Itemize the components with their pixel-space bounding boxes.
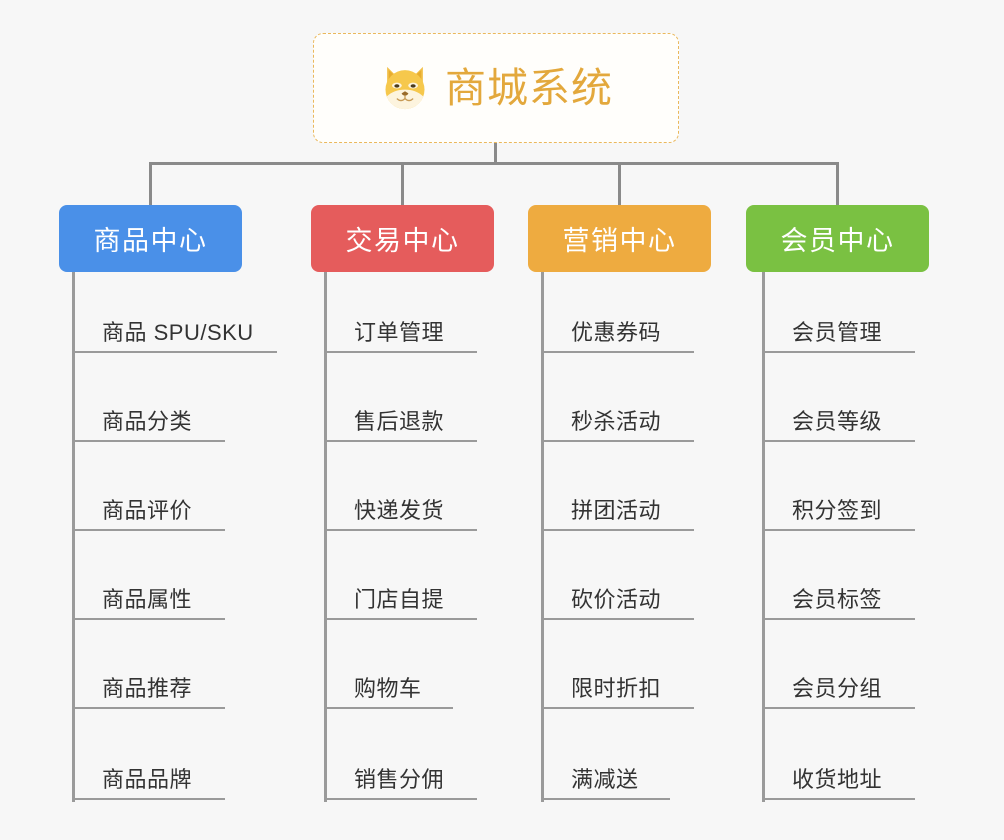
leaf-underline [72,798,225,800]
leaf-underline [762,707,915,709]
leaf-label: 拼团活动 [571,498,662,523]
leaf-label: 销售分佣 [354,767,445,792]
leaf-label: 商品分类 [102,409,193,434]
branch-header-1-label: 商品中心 [93,226,208,256]
branch-trunk-1 [72,272,75,802]
root-node[interactable]: 商城系统 [313,33,679,143]
branch-trunk-4 [762,272,765,802]
leaf-label: 售后退款 [354,409,445,434]
leaf-label: 满减送 [571,767,639,792]
leaf-label: 会员等级 [792,409,883,434]
leaf-label: 砍价活动 [571,587,662,612]
leaf-label: 优惠券码 [571,320,662,345]
connector-horizontal-bus [149,162,839,165]
leaf-underline [541,351,694,353]
leaf-label: 商品品牌 [102,767,193,792]
leaf-underline [324,798,477,800]
leaf-underline [72,440,225,442]
leaf-label: 商品 SPU/SKU [102,320,254,345]
shiba-dog-face-icon [385,66,425,111]
leaf-underline [541,618,694,620]
leaf-underline [72,351,277,353]
branch-header-4-label: 会员中心 [780,226,895,256]
leaf-underline [541,798,670,800]
branch-header-4[interactable]: 会员中心 [746,205,929,272]
branch-header-3[interactable]: 营销中心 [528,205,711,272]
leaf-label: 订单管理 [354,320,445,345]
leaf-underline [72,529,225,531]
leaf-underline [541,529,694,531]
leaf-label: 积分签到 [792,498,883,523]
leaf-label: 收货地址 [792,767,883,792]
leaf-underline [541,440,694,442]
connector-drop-1 [149,162,152,208]
leaf-underline [762,618,915,620]
connector-drop-4 [836,162,839,208]
leaf-label: 门店自提 [354,587,445,612]
connector-drop-3 [618,162,621,208]
leaf-underline [324,529,477,531]
leaf-label: 会员分组 [792,676,883,701]
leaf-underline [324,618,477,620]
leaf-underline [541,707,694,709]
leaf-label: 购物车 [354,676,422,701]
leaf-underline [762,529,915,531]
branch-header-2[interactable]: 交易中心 [311,205,494,272]
leaf-label: 商品评价 [102,498,193,523]
leaf-label: 会员管理 [792,320,883,345]
branch-header-2-label: 交易中心 [345,226,460,256]
leaf-underline [72,618,225,620]
leaf-underline [324,351,477,353]
branch-trunk-2 [324,272,327,802]
leaf-underline [762,798,915,800]
leaf-underline [72,707,225,709]
branch-trunk-3 [541,272,544,802]
leaf-underline [324,707,453,709]
leaf-label: 会员标签 [792,587,883,612]
branch-header-1[interactable]: 商品中心 [59,205,242,272]
leaf-label: 秒杀活动 [571,409,662,434]
leaf-label: 限时折扣 [571,676,662,701]
connector-drop-2 [401,162,404,208]
root-title: 商城系统 [445,64,613,111]
leaf-underline [324,440,477,442]
leaf-label: 商品属性 [102,587,193,612]
leaf-label: 快递发货 [354,498,445,523]
leaf-label: 商品推荐 [102,676,193,701]
branch-header-3-label: 营销中心 [562,226,677,256]
leaf-underline [762,351,915,353]
leaf-underline [762,440,915,442]
connector-root-vertical [494,143,497,165]
